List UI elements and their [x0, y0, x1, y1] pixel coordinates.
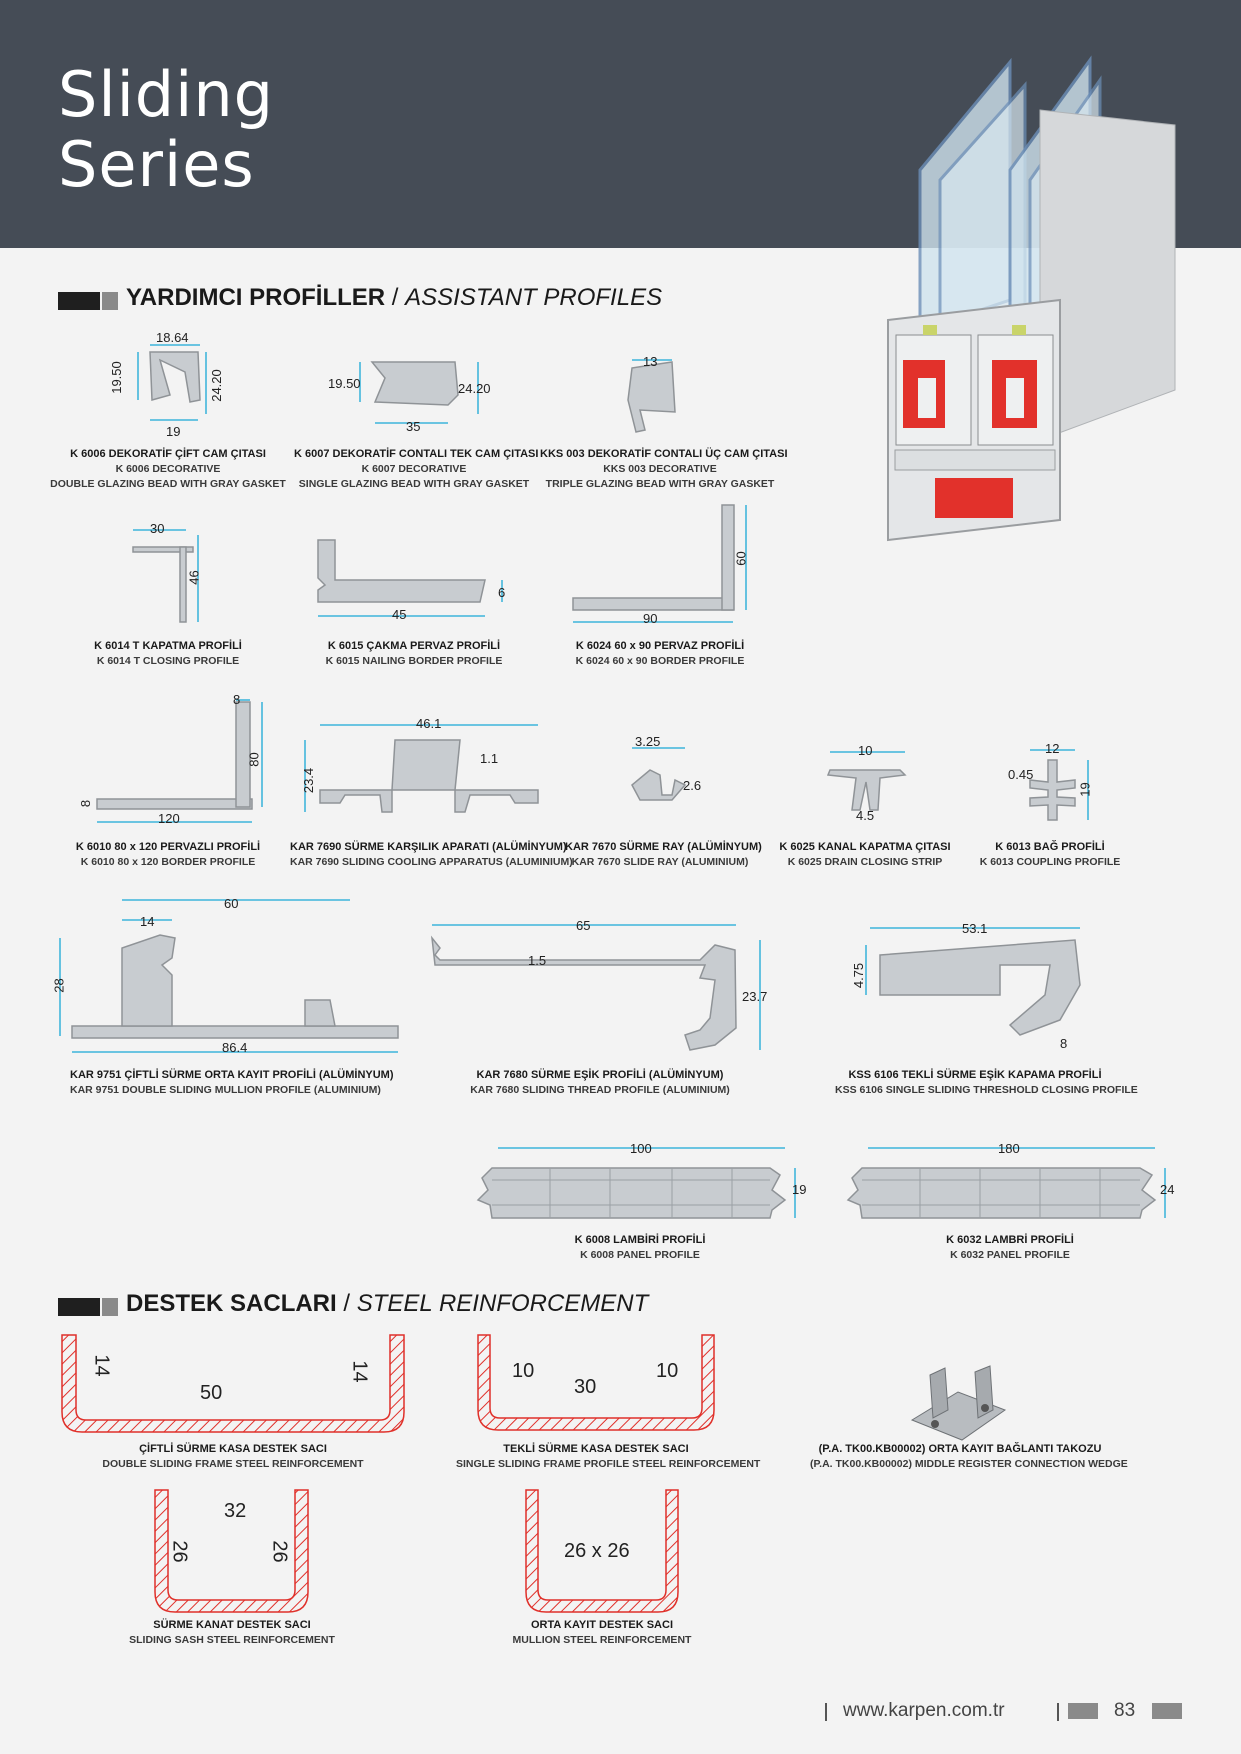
dimension-label: 90: [643, 611, 658, 626]
dimension-label: 100: [630, 1141, 652, 1156]
dimension-label: 19.50: [328, 376, 361, 391]
dimension-label: 14: [140, 914, 155, 929]
dimension-label: 0.45: [1008, 767, 1034, 782]
profile-caption: K 6025 KANAL KAPATMA ÇITASI K 6025 DRAIN…: [779, 841, 951, 868]
section-separator: /: [391, 284, 399, 311]
dimension-label: 4.5: [856, 808, 875, 823]
dimension-label: 18.64: [156, 330, 189, 345]
dimension-label: 80: [246, 752, 262, 767]
steel-caption: SÜRME KANAT DESTEK SACI SLIDING SASH STE…: [129, 1619, 335, 1646]
dimension-label: 60: [224, 896, 239, 911]
dimension-label: 8: [78, 799, 94, 808]
dimension-label: 86.4: [222, 1040, 248, 1055]
dimension-label: 12: [1045, 741, 1060, 756]
dimension-label: 19: [1077, 782, 1093, 797]
profile-caption: K 6006 DEKORATİF ÇİFT CAM ÇITASI K 6006 …: [50, 448, 286, 490]
dimension-label: 45: [392, 607, 407, 622]
dimension-label: 46.1: [416, 716, 442, 731]
footer-divider: [825, 1703, 827, 1721]
dimension-label: 23.7: [742, 989, 768, 1004]
title-line-2: Series: [58, 128, 255, 201]
dimension-label: 19: [166, 424, 181, 439]
section-title-tr: YARDIMCI PROFİLLER: [126, 284, 386, 311]
steel-dimension: 32: [224, 1500, 247, 1522]
profile-caption: K 6014 T KAPATMA PROFİLİ K 6014 T CLOSIN…: [94, 640, 242, 667]
dimension-label: 19: [792, 1182, 807, 1197]
dimension-label: 1.1: [480, 751, 499, 766]
page-title: Sliding Series: [58, 60, 274, 200]
profile-caption: K 6007 DEKORATİF CONTALI TEK CAM ÇITASI …: [294, 448, 539, 490]
section-separator: /: [343, 1290, 351, 1317]
footer-bar-right: [1152, 1703, 1182, 1719]
dimension-label: 24: [1160, 1182, 1175, 1197]
page-number: 83: [1114, 1700, 1136, 1721]
footer-bar-left: [1068, 1703, 1098, 1719]
dimension-label: 24.20: [208, 369, 224, 402]
dimension-label: 28: [51, 978, 67, 993]
steel-caption: TEKLİ SÜRME KASA DESTEK SACI SINGLE SLID…: [456, 1443, 761, 1470]
dimension-label: 1.5: [528, 953, 547, 968]
section-title-en: ASSISTANT PROFILES: [405, 284, 663, 311]
steel-dimension: 14: [90, 1354, 113, 1377]
dimension-label: 46: [186, 570, 202, 585]
steel-dimension: 30: [574, 1376, 597, 1398]
profile-caption: KSS 6106 TEKLİ SÜRME EŞİK KAPAMA PROFİLİ…: [835, 1069, 1138, 1096]
dimension-label: 19.50: [108, 361, 124, 394]
heading-bar-gray: [102, 292, 118, 310]
heading-bar-gray: [102, 1298, 118, 1316]
dimension-label: 180: [998, 1141, 1020, 1156]
profile-caption: K 6024 60 x 90 PERVAZ PROFİLİ K 6024 60 …: [575, 640, 745, 667]
steel-dimension: 26: [268, 1540, 291, 1563]
footer-divider: [1057, 1703, 1059, 1721]
footer-url[interactable]: www.karpen.com.tr: [843, 1700, 1005, 1721]
steel-caption: (P.A. TK00.KB00002) ORTA KAYIT BAĞLANTI …: [810, 1443, 1128, 1470]
dimension-label: 24.20: [458, 381, 491, 396]
profile-caption: K 6015 ÇAKMA PERVAZ PROFİLİ K 6015 NAILI…: [325, 640, 503, 667]
section-title-en: STEEL REINFORCEMENT: [356, 1290, 649, 1317]
title-line-1: Sliding: [58, 58, 275, 131]
dimension-label: 3.25: [635, 734, 661, 749]
dimension-label: 23.4: [301, 767, 317, 794]
dimension-label: 60: [733, 551, 749, 566]
steel-dimension: 14: [348, 1360, 371, 1383]
dimension-label: 6: [498, 585, 506, 600]
profile-caption: K 6032 LAMBRİ PROFİLİ K 6032 PANEL PROFI…: [946, 1234, 1074, 1261]
dimension-label: 10: [858, 743, 873, 758]
dimension-label: 4.75: [851, 962, 867, 989]
dimension-label: 8: [1060, 1036, 1068, 1051]
profile-caption: K 6010 80 x 120 PERVAZLI PROFİLİ K 6010 …: [75, 841, 261, 868]
dimension-label: 2.6: [683, 778, 702, 793]
dimension-label: 35: [406, 419, 421, 434]
dimension-label: 13: [643, 354, 658, 369]
connection-wedge-illustration: [910, 1365, 1007, 1441]
profile-caption: KAR 9751 ÇİFTLİ SÜRME ORTA KAYIT PROFİLİ…: [70, 1069, 394, 1096]
dimension-label: 30: [150, 521, 165, 536]
heading-bar-dark: [58, 292, 100, 310]
profile-caption: K 6008 LAMBİRİ PROFİLİ K 6008 PANEL PROF…: [574, 1234, 706, 1261]
profile-caption: KAR 7690 SÜRME KARŞILIK APARATI (ALÜMİNY…: [290, 841, 573, 868]
profile-caption: KKS 003 DEKORATİF CONTALI ÜÇ CAM ÇITASI …: [540, 448, 788, 490]
heading-bar-dark: [58, 1298, 100, 1316]
profile-caption: KAR 7670 SÜRME RAY (ALÜMİNYUM) KAR 7670 …: [565, 841, 762, 868]
steel-dimension: 10: [656, 1360, 679, 1382]
steel-dimension: 50: [200, 1382, 223, 1404]
dimension-label: 53.1: [962, 921, 988, 936]
section-title-tr: DESTEK SACLARI: [126, 1290, 337, 1317]
profile-caption: K 6013 BAĞ PROFİLİ K 6013 COUPLING PROFI…: [979, 841, 1121, 868]
dimension-label: 120: [158, 811, 180, 826]
steel-caption: ORTA KAYIT DESTEK SACI MULLION STEEL REI…: [512, 1619, 692, 1646]
dimension-label: 8: [233, 692, 241, 707]
profile-caption: KAR 7680 SÜRME EŞİK PROFİLİ (ALÜMİNYUM) …: [470, 1069, 730, 1096]
dimension-label: 65: [576, 918, 591, 933]
steel-dimension: 10: [512, 1360, 535, 1382]
steel-dimension: 26: [168, 1540, 191, 1563]
steel-caption: ÇİFTLİ SÜRME KASA DESTEK SACI DOUBLE SLI…: [102, 1443, 364, 1470]
steel-dimension: 26 x 26: [564, 1540, 630, 1562]
